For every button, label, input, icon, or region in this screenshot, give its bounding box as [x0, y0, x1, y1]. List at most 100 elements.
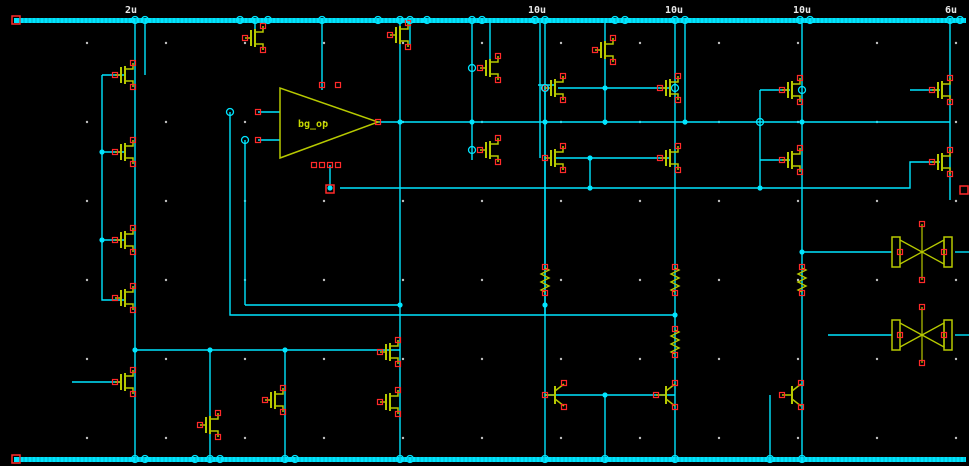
- pin-icon: [928, 158, 936, 166]
- pin-icon: [394, 410, 402, 418]
- grid-dot: [954, 357, 958, 361]
- pin-icon: [241, 34, 249, 42]
- pin-icon: [214, 409, 222, 417]
- grid-dot: [243, 436, 247, 440]
- grid-dot: [322, 278, 326, 282]
- net-ring: [600, 454, 610, 464]
- grid-dot: [717, 436, 721, 440]
- pin-icon: [129, 248, 137, 256]
- grid-dot: [796, 199, 800, 203]
- grid-dot: [638, 278, 642, 282]
- net-ring: [190, 454, 200, 464]
- pin-icon: [796, 74, 804, 82]
- resistor-icon[interactable]: [796, 267, 808, 293]
- pin-icon: [797, 379, 805, 387]
- grid-dot: [164, 436, 168, 440]
- grid-dot: [322, 120, 326, 124]
- pin-icon: [946, 98, 954, 106]
- pin-icon: [940, 331, 948, 339]
- resistor-icon[interactable]: [669, 329, 681, 355]
- net-ring: [205, 454, 215, 464]
- pin-icon: [111, 294, 119, 302]
- pin-icon: [129, 306, 137, 314]
- junction-dot: [672, 312, 678, 318]
- grid-dot: [480, 436, 484, 440]
- pin-icon: [404, 43, 412, 51]
- junction-dot: [282, 347, 288, 353]
- net-ring: [955, 15, 965, 25]
- resistor-icon[interactable]: [539, 267, 551, 293]
- wire-net[interactable]: [19, 18, 969, 462]
- net-ring: [540, 83, 550, 93]
- pin-icon: [111, 236, 119, 244]
- pin-icon: [796, 98, 804, 106]
- net-ring: [405, 454, 415, 464]
- pin-icon: [111, 378, 119, 386]
- mos-transistor-icon[interactable]: [380, 340, 399, 364]
- transmission-gate-icon[interactable]: [891, 224, 953, 280]
- net-ring: [797, 85, 807, 95]
- pin-icon: [494, 158, 502, 166]
- pins-layer: [111, 19, 969, 441]
- grid-dot: [559, 278, 563, 282]
- net-ring: [467, 15, 477, 25]
- pin-icon: [609, 58, 617, 66]
- junction-dot: [99, 149, 105, 155]
- junction-dot: [799, 249, 805, 255]
- vdd-rail[interactable]: [11, 15, 966, 25]
- port-square-icon: [325, 184, 335, 194]
- pin-icon: [671, 289, 679, 297]
- grid-dot: [401, 436, 405, 440]
- pin-icon: [946, 74, 954, 82]
- net-ring: [373, 15, 383, 25]
- grid-dot: [401, 41, 405, 45]
- grid-dot: [796, 357, 800, 361]
- net-ring: [610, 15, 620, 25]
- pin-icon: [798, 289, 806, 297]
- grid-dots: [85, 41, 958, 440]
- grid-dot: [717, 278, 721, 282]
- junction-dot: [682, 119, 688, 125]
- grid-dot: [85, 436, 89, 440]
- pin-icon: [541, 289, 549, 297]
- pin-icon: [656, 154, 664, 162]
- pin-icon: [476, 146, 484, 154]
- junction-dot: [469, 119, 475, 125]
- pin-icon: [111, 71, 119, 79]
- net-ring: [250, 15, 260, 25]
- pin-icon: [797, 403, 805, 411]
- devices-layer[interactable]: [115, 23, 953, 437]
- net-ring: [540, 15, 550, 25]
- grid-dot: [85, 357, 89, 361]
- junction-dot: [327, 185, 333, 191]
- pin-icon: [129, 136, 137, 144]
- pin-icon: [259, 46, 267, 54]
- pin-icon: [559, 96, 567, 104]
- net-ring: [290, 454, 300, 464]
- net-ring: [225, 107, 235, 117]
- junction-dot: [587, 185, 593, 191]
- pin-icon: [541, 391, 549, 399]
- mos-transistor-icon[interactable]: [660, 146, 679, 170]
- net-ring: [467, 145, 477, 155]
- grid-dot: [85, 120, 89, 124]
- pin-icon: [254, 108, 262, 116]
- resistor-icon[interactable]: [669, 267, 681, 293]
- pin-icon: [918, 220, 926, 228]
- net-ring: [395, 15, 405, 25]
- pin-icon: [541, 263, 549, 271]
- grid-dot: [875, 357, 879, 361]
- opamp-bg-op[interactable]: bg_op: [279, 86, 381, 160]
- pin-icon: [671, 325, 679, 333]
- junction-dot: [397, 302, 403, 308]
- gnd-rail[interactable]: [11, 454, 966, 464]
- net-ring: [140, 15, 150, 25]
- net-ring: [540, 454, 550, 464]
- junction-dot: [602, 85, 608, 91]
- pin-icon: [394, 336, 402, 344]
- pin-icon: [778, 86, 786, 94]
- junction-dot: [542, 119, 548, 125]
- junction-dot: [542, 302, 548, 308]
- transmission-gate-icon[interactable]: [891, 307, 953, 363]
